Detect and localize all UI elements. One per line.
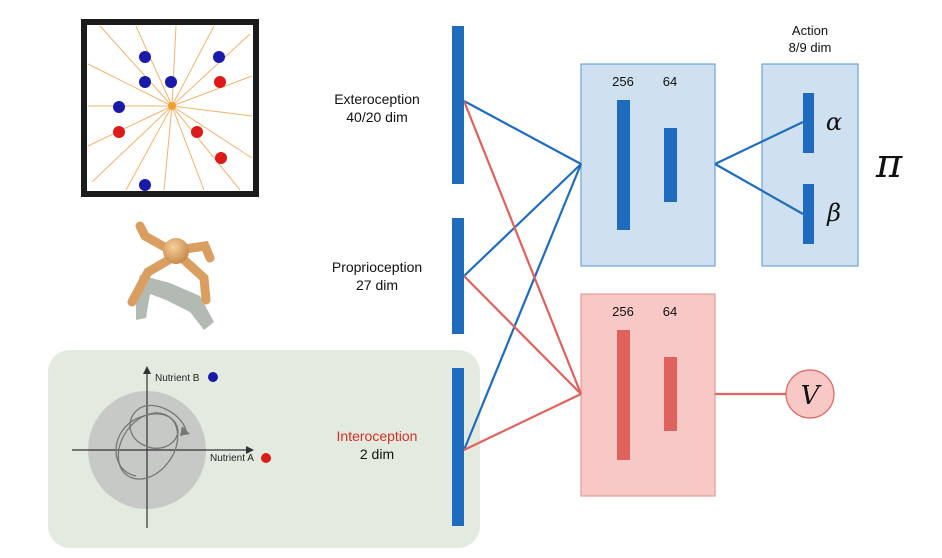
beta-bar bbox=[803, 184, 814, 244]
exteroception-dim: 40/20 dim bbox=[346, 109, 407, 125]
food-arena-icon bbox=[81, 19, 259, 197]
action-dim: 8/9 dim bbox=[789, 40, 832, 55]
arena-food-blue bbox=[113, 51, 225, 191]
nutrient-a-label: Nutrient A bbox=[210, 453, 254, 464]
interoception-panel: Nutrient B Nutrient A bbox=[48, 350, 480, 548]
value-layer1-units: 256 bbox=[612, 304, 634, 319]
value-symbol: V bbox=[801, 381, 822, 411]
interoception-dim: 2 dim bbox=[360, 446, 394, 462]
policy-hidden-box bbox=[580, 63, 716, 267]
proprioception-bar bbox=[452, 218, 464, 334]
nutrient-a-dot bbox=[261, 453, 271, 463]
value-hidden-box bbox=[580, 293, 716, 497]
value-connections bbox=[462, 100, 786, 451]
interoception-label: Interoception bbox=[337, 428, 418, 444]
action-title: Action bbox=[792, 23, 828, 38]
policy-connections bbox=[462, 100, 804, 451]
alpha-symbol: α bbox=[826, 108, 842, 136]
interoception-bar bbox=[452, 368, 464, 526]
nutrient-b-label: Nutrient B bbox=[155, 373, 200, 384]
policy-pi-symbol: π bbox=[875, 141, 903, 187]
exteroception-label: Exteroception bbox=[334, 91, 420, 107]
nutrient-b-dot bbox=[208, 372, 218, 382]
policy-layer1-bar bbox=[617, 100, 630, 230]
beta-symbol: β bbox=[826, 199, 841, 227]
policy-layer2-units: 64 bbox=[663, 74, 677, 89]
value-layer2-bar bbox=[664, 357, 677, 431]
alpha-bar bbox=[803, 93, 814, 153]
ant-robot-icon bbox=[127, 221, 215, 330]
internal-state-trajectory bbox=[115, 404, 187, 477]
proprioception-dim: 27 dim bbox=[356, 277, 398, 293]
trajectory-loop bbox=[117, 412, 179, 480]
exteroception-bar bbox=[452, 26, 464, 184]
value-layer2-units: 64 bbox=[663, 304, 677, 319]
policy-layer2-bar bbox=[664, 128, 677, 202]
value-output-node bbox=[785, 369, 835, 419]
policy-layer1-units: 256 bbox=[612, 74, 634, 89]
proprioception-label: Proprioception bbox=[332, 259, 422, 275]
arena-food-red bbox=[113, 76, 227, 164]
sensor-rays bbox=[87, 25, 253, 191]
value-layer1-bar bbox=[617, 330, 630, 460]
arena-agent-dot bbox=[168, 102, 176, 110]
